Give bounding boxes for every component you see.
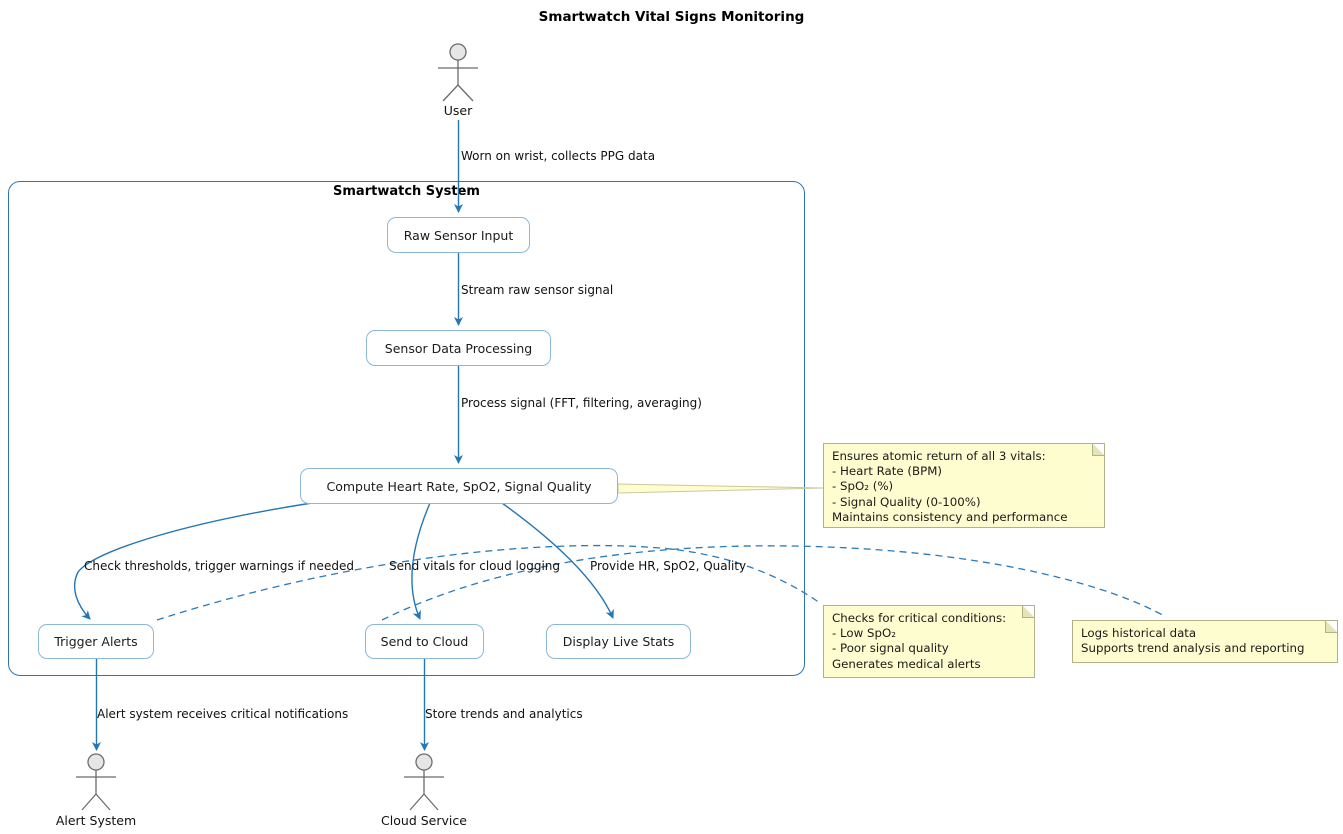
note-line: Checks for critical conditions:: [832, 611, 1007, 625]
edge-label-send: Send vitals for cloud logging: [389, 559, 561, 573]
cloud-service-actor-label: Cloud Service: [381, 813, 467, 828]
user-actor-icon: [438, 43, 478, 102]
node-trigger-alerts: Trigger Alerts: [38, 624, 154, 659]
edge-label-process: Process signal (FFT, filtering, averagin…: [461, 396, 702, 410]
node-raw-sensor-input: Raw Sensor Input: [387, 217, 530, 253]
note-link-alerts-to-critical: [156, 544, 821, 621]
user-actor-label: User: [443, 103, 473, 118]
note-line: Ensures atomic return of all 3 vitals:: [832, 449, 1046, 463]
edge-label-worn: Worn on wrist, collects PPG data: [461, 149, 656, 163]
note-critical-conditions: Checks for critical conditions: - Low Sp…: [823, 605, 1035, 678]
diagram-title: Smartwatch Vital Signs Monitoring: [538, 9, 805, 25]
note-line: Maintains consistency and performance: [832, 509, 1068, 524]
edge-label-provide: Provide HR, SpO2, Quality: [590, 559, 747, 573]
smartwatch-system-title: Smartwatch System: [333, 184, 480, 199]
note-line: - Heart Rate (BPM): [832, 464, 942, 479]
note-line: - Signal Quality (0-100%): [832, 494, 981, 509]
edge-label-store: Store trends and analytics: [425, 707, 583, 721]
edge-compute-to-cloud: [411, 502, 431, 620]
alert-system-actor-label: Alert System: [55, 813, 137, 828]
alert-system-actor-icon: [76, 753, 116, 811]
node-sensor-data-processing: Sensor Data Processing: [366, 330, 551, 366]
note-atomic-vitals: Ensures atomic return of all 3 vitals: -…: [823, 443, 1105, 528]
note-line: Supports trend analysis and reporting: [1081, 641, 1305, 656]
note-line: Logs historical data: [1081, 626, 1197, 640]
note-historical-logs: Logs historical data Supports trend anal…: [1072, 620, 1338, 663]
node-compute-vitals: Compute Heart Rate, SpO2, Signal Quality: [300, 468, 618, 504]
note-line: - Low SpO₂: [832, 626, 896, 641]
edge-label-notify: Alert system receives critical notificat…: [97, 707, 349, 721]
note-line: - Poor signal quality: [832, 641, 949, 656]
smartwatch-system-boundary: [8, 181, 805, 676]
note-line: - SpO₂ (%): [832, 479, 894, 494]
edge-label-stream: Stream raw sensor signal: [461, 283, 614, 297]
cloud-service-actor-icon: [404, 753, 444, 811]
node-display-live-stats: Display Live Stats: [546, 624, 691, 659]
edge-compute-to-display: [501, 502, 614, 619]
edge-compute-to-alerts: [73, 502, 313, 620]
edge-label-check: Check thresholds, trigger warnings if ne…: [84, 559, 354, 573]
note-line: Generates medical alerts: [832, 656, 981, 671]
note-link-cloud-to-logs: [381, 545, 1167, 621]
node-send-to-cloud: Send to Cloud: [365, 624, 484, 659]
note-connector-atomic: [617, 483, 824, 494]
